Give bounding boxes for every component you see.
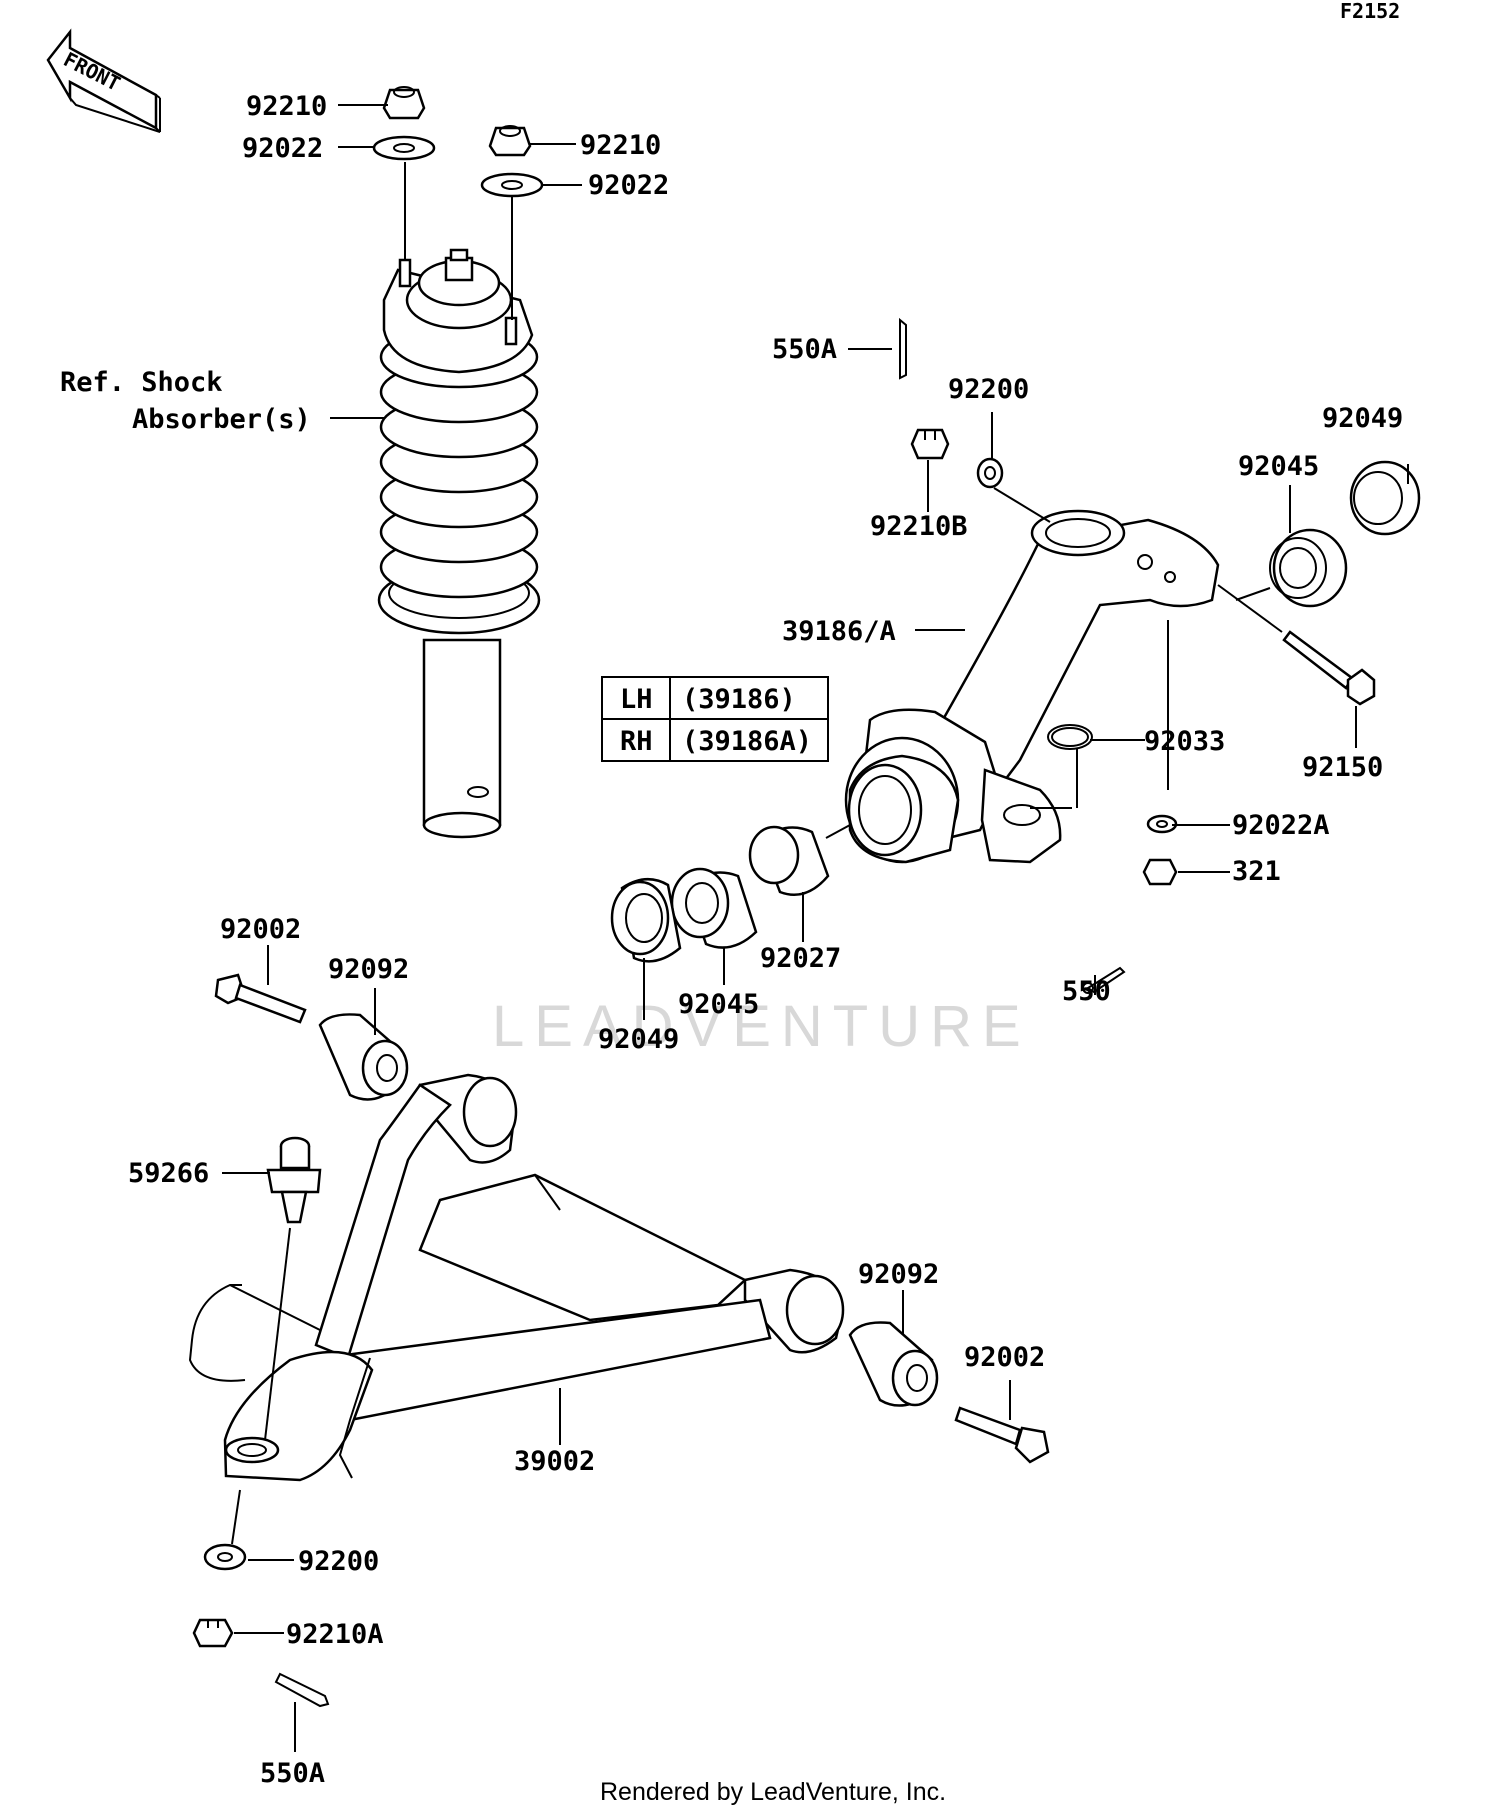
callout-92200-knuckle: 92200	[948, 374, 1029, 405]
circlip-92033-icon	[1047, 724, 1093, 750]
callout-92210-top-right: 92210	[580, 130, 661, 161]
nut-92210-left-icon	[382, 86, 426, 120]
callout-92092-right: 92092	[858, 1259, 939, 1290]
shock-absorber	[377, 248, 541, 839]
steering-knuckle	[844, 509, 1220, 864]
reference-note-line2: Absorber(s)	[132, 404, 311, 435]
side-table: LH (39186) RH (39186A)	[601, 676, 829, 762]
front-arrow-icon: FRONT	[46, 28, 161, 133]
spacer-92027-icon	[748, 825, 830, 896]
castle-nut-92210b-icon	[910, 428, 950, 460]
cotter-pin-550-icon	[1082, 966, 1126, 994]
table-side-rh: RH	[620, 726, 653, 757]
bolt-92002-left-icon	[214, 973, 307, 1024]
callout-92210-top-left: 92210	[246, 91, 327, 122]
callout-550a-upper: 550A	[772, 334, 837, 365]
leader-lines	[222, 104, 1409, 1752]
callout-92045-right: 92045	[1238, 451, 1319, 482]
callout-92045-left: 92045	[678, 989, 759, 1020]
figure-code: F2152	[1340, 0, 1400, 23]
nut-92210-right-icon	[488, 125, 532, 157]
table-side-lh: LH	[620, 684, 653, 715]
oil-seal-92049-left-icon	[610, 878, 682, 963]
callout-92022-top-right: 92022	[588, 170, 669, 201]
cotter-pin-550a-lower-icon	[274, 1672, 330, 1708]
callout-59266: 59266	[128, 1158, 209, 1189]
bolt-92002-right-icon	[954, 1406, 1050, 1464]
callout-39002: 39002	[514, 1446, 595, 1477]
reference-note-line1: Ref. Shock	[60, 367, 223, 398]
callout-92210b: 92210B	[870, 511, 968, 542]
callout-321: 321	[1232, 856, 1281, 887]
callout-92033: 92033	[1144, 726, 1225, 757]
callout-92022-top-left: 92022	[242, 133, 323, 164]
callout-92049-left: 92049	[598, 1024, 679, 1055]
table-part-lh: (39186)	[682, 684, 796, 715]
washer-92200-knuckle-icon	[976, 457, 1004, 489]
bolt-92150-icon	[1282, 630, 1376, 706]
bearing-92045-right-icon	[1269, 528, 1348, 608]
washer-92022-left-icon	[372, 135, 436, 161]
callout-92022a: 92022A	[1232, 810, 1330, 841]
callout-92002-right: 92002	[964, 1342, 1045, 1373]
washer-92022-right-icon	[480, 172, 544, 198]
bushing-92092-left-icon	[318, 1013, 409, 1101]
ball-joint-59266-icon	[266, 1136, 322, 1224]
callout-550a-lower: 550A	[260, 1758, 325, 1789]
callout-92210a: 92210A	[286, 1619, 384, 1650]
bearing-92045-left-icon	[670, 867, 758, 949]
oil-seal-92049-right-icon	[1349, 460, 1421, 536]
washer-92022a-icon	[1146, 814, 1178, 834]
callout-39186a: 39186/A	[782, 616, 896, 647]
a-arm-39002	[188, 1073, 845, 1482]
cotter-pin-550a-upper-icon	[899, 317, 907, 380]
castle-nut-92210a-icon	[192, 1618, 234, 1648]
callout-92092-left: 92092	[328, 954, 409, 985]
callout-92150: 92150	[1302, 752, 1383, 783]
callout-92200-lower: 92200	[298, 1546, 379, 1577]
callout-550: 550	[1062, 976, 1111, 1007]
washer-92200-lower-icon	[203, 1543, 247, 1571]
watermark: LEADVENTURE	[492, 994, 1031, 1059]
footer-credit: Rendered by LeadVenture, Inc.	[600, 1778, 946, 1806]
callout-92049-right: 92049	[1322, 403, 1403, 434]
table-part-rh: (39186A)	[682, 726, 812, 757]
nut-321-icon	[1142, 858, 1178, 886]
bushing-92092-right-icon	[848, 1321, 939, 1407]
callout-92002-left: 92002	[220, 914, 301, 945]
callout-92027: 92027	[760, 943, 841, 974]
